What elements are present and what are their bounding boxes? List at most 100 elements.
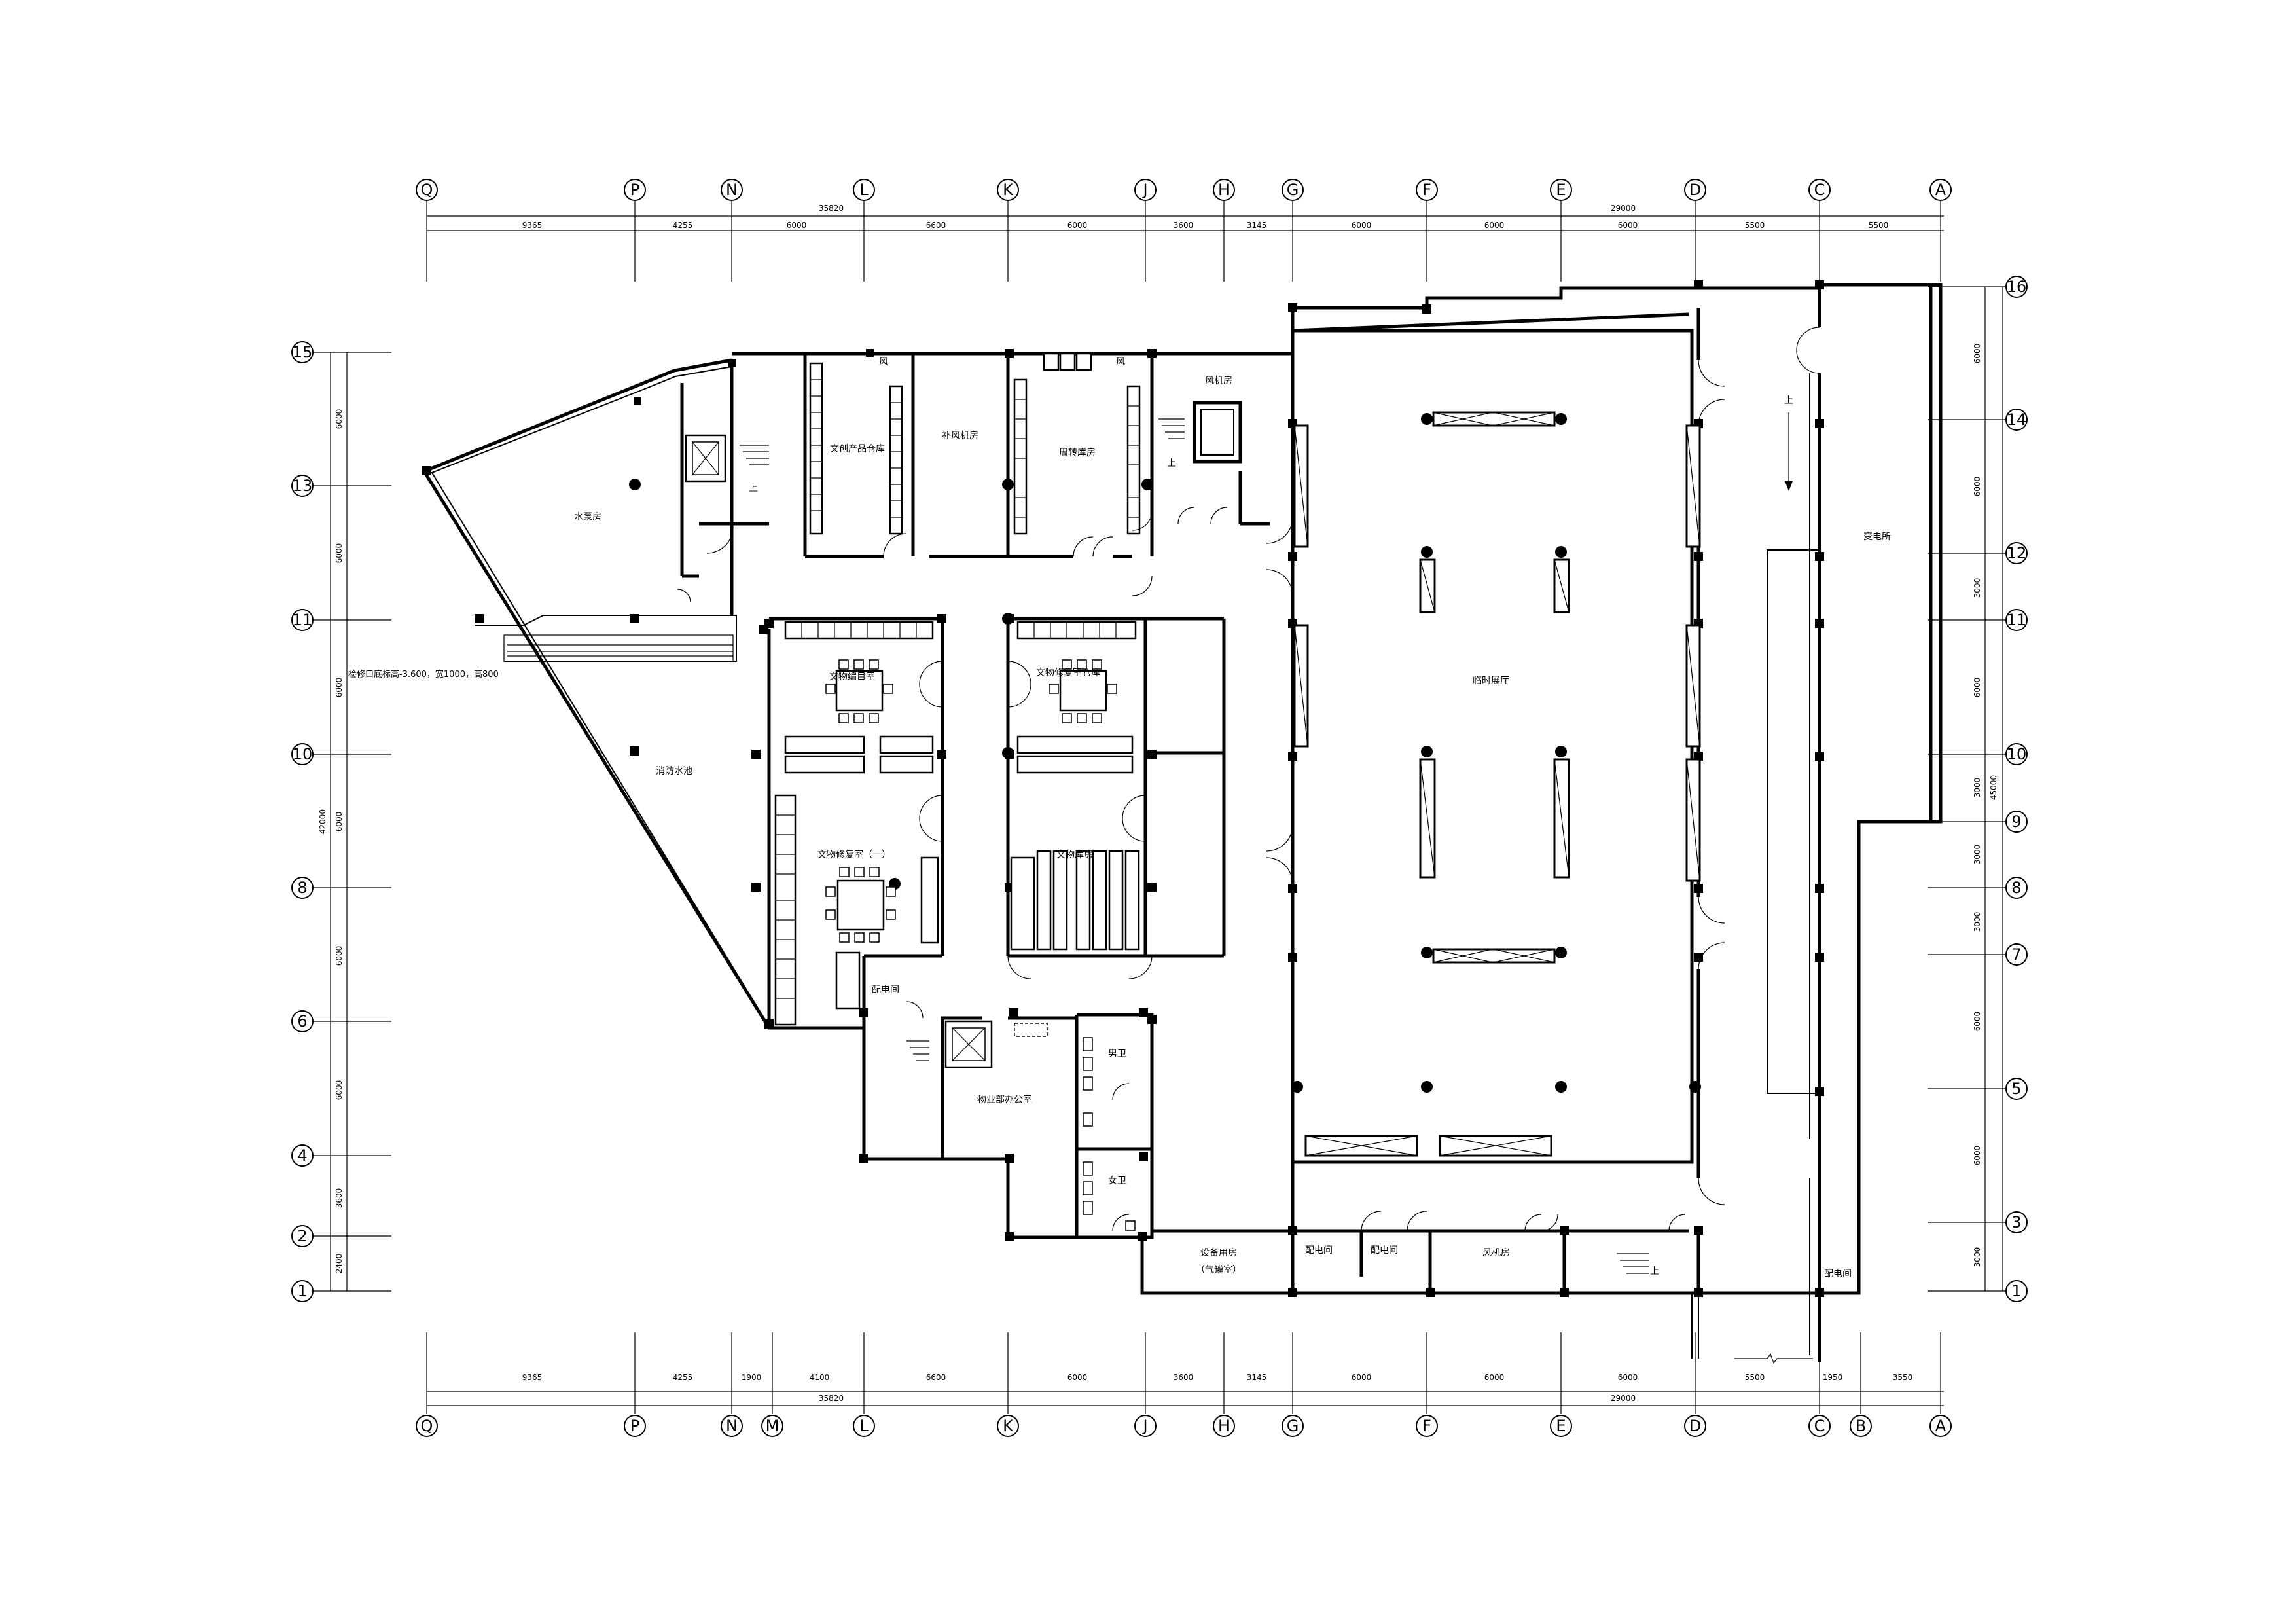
grid-bubble-bottom-d: D [1684, 1415, 1706, 1437]
svg-text:Q: Q [421, 1417, 433, 1435]
grid-bubble-bottom-p: P [624, 1415, 646, 1437]
svg-text:15: 15 [293, 343, 313, 361]
grid-bubble-top-h: H [1213, 179, 1235, 201]
catalog-meeting-table [825, 659, 893, 723]
grid-bubble-bottom-m: M [761, 1415, 783, 1437]
dim-bottom-total-right: 29000 [1611, 1394, 1636, 1403]
dim-left-seg: 6000 [334, 409, 344, 429]
grid-bubble-right-1: 1 [2005, 1280, 2028, 1302]
grid-bubble-bottom-j: J [1134, 1415, 1157, 1437]
svg-text:A: A [1935, 181, 1946, 199]
grid-bubble-bottom-b: B [1850, 1415, 1872, 1437]
dim-right-seg: 3000 [1973, 912, 1982, 932]
room-label-gas-tank-room: （气罐室） [1196, 1264, 1242, 1275]
grid-bubble-left-11: 11 [291, 609, 314, 631]
dim-bottom-seg: 6000 [1484, 1373, 1505, 1382]
svg-text:10: 10 [2007, 745, 2027, 763]
dim-bottom-seg: 6000 [1067, 1373, 1088, 1382]
room-label-power-room-a: 配电间 [872, 985, 899, 995]
dim-left-seg: 6000 [334, 812, 344, 832]
room-labels: 水泵房 文创产品仓库 补风机房 周转库房 风机房 风 风 消防水池 文物编目室 … [348, 357, 1891, 1279]
dim-bottom-seg: 6600 [926, 1373, 946, 1382]
svg-text:N: N [726, 181, 738, 199]
grid-bubble-top-q: Q [416, 179, 438, 201]
display-case-walls [1293, 424, 1701, 882]
grid-bubble-right-16: 16 [2005, 276, 2028, 298]
dim-right-total: 45000 [1989, 775, 1998, 800]
shelf-row-turnover-left [1013, 378, 1028, 535]
grid-bubble-right-9: 9 [2005, 811, 2028, 833]
dim-bottom-seg: 3550 [1893, 1373, 1913, 1382]
dim-right-seg: 6000 [1973, 1012, 1982, 1032]
elevator-west [685, 434, 726, 483]
display-case-floor [1304, 1135, 1552, 1157]
shelf-top-turnover [1043, 352, 1092, 371]
svg-text:E: E [1556, 181, 1566, 199]
stair-fan [1158, 418, 1185, 439]
shelf-row-turnover-right [1126, 385, 1141, 535]
dim-bottom-total-left: 35820 [819, 1394, 844, 1403]
dim-bottom-seg: 9365 [522, 1373, 543, 1382]
grid-bubble-left-15: 15 [291, 341, 314, 363]
svg-text:N: N [726, 1417, 738, 1435]
svg-text:L: L [859, 1417, 869, 1435]
svg-text:K: K [1003, 1417, 1014, 1435]
break-line [1734, 1353, 1813, 1364]
grid-bubble-top-n: N [721, 179, 743, 201]
grid-bubble-top-c: C [1808, 179, 1831, 201]
room-label-substation: 变电所 [1863, 532, 1891, 542]
room-label-up-bottom: 上 [1650, 1266, 1659, 1277]
room-label-pump-room: 水泵房 [574, 512, 601, 522]
toilet-fixtures-women [1083, 1161, 1136, 1231]
grid-bubble-top-f: F [1416, 179, 1438, 201]
room-label-fan-room-bottom: 风机房 [1482, 1248, 1510, 1258]
dim-left-seg: 3600 [334, 1188, 344, 1209]
svg-text:L: L [859, 181, 869, 199]
dim-top-seg: 3600 [1174, 221, 1194, 230]
room-label-up-east: 上 [1784, 395, 1793, 406]
up-arrow-head [1785, 481, 1793, 491]
dim-right-seg: 3000 [1973, 1247, 1982, 1267]
dim-left-seg: 6000 [334, 1080, 344, 1101]
dim-right-seg: 6000 [1973, 1146, 1982, 1166]
grid-bubble-bottom-k: K [997, 1415, 1019, 1437]
svg-text:10: 10 [293, 745, 313, 763]
grid-bubble-bottom-l: L [853, 1415, 875, 1437]
catalog-desks-top [784, 621, 934, 640]
stair-west [740, 445, 769, 465]
svg-text:1: 1 [2011, 1282, 2021, 1300]
grid-bubble-top-l: L [853, 179, 875, 201]
dim-top-seg: 9365 [522, 221, 543, 230]
svg-text:K: K [1003, 181, 1014, 199]
grid-bubble-left-1: 1 [291, 1280, 314, 1302]
svg-text:D: D [1689, 1417, 1701, 1435]
dim-bottom-seg: 3600 [1174, 1373, 1194, 1382]
svg-text:C: C [1814, 181, 1825, 199]
grid-bubble-bottom-c: C [1808, 1415, 1831, 1437]
dimension-layer: 35820 29000 9365 4255 6000 6600 6000 360… [318, 204, 2003, 1406]
svg-text:H: H [1218, 1417, 1230, 1435]
stair-office [906, 1040, 929, 1061]
grid-bubble-top-d: D [1684, 179, 1706, 201]
door-swings [677, 327, 1820, 1231]
dim-top-seg: 6000 [1484, 221, 1505, 230]
grid-bubble-top-e: E [1550, 179, 1572, 201]
walls [422, 283, 1943, 1362]
grid-bubble-right-14: 14 [2005, 409, 2028, 431]
svg-text:5: 5 [2011, 1080, 2021, 1098]
elevator-office [944, 1020, 993, 1068]
catalog-desks-bottom [784, 735, 934, 774]
svg-text:1: 1 [297, 1282, 307, 1300]
svg-text:7: 7 [2011, 945, 2021, 964]
svg-text:11: 11 [2007, 611, 2027, 629]
grid-bubble-right-7: 7 [2005, 943, 2028, 966]
dim-top-seg: 3145 [1247, 221, 1267, 230]
grid-bubble-right-10: 10 [2005, 743, 2028, 765]
grid-bubble-right-12: 12 [2005, 542, 2028, 564]
room-label-power-room-d: 配电间 [1824, 1269, 1852, 1279]
grid-bubble-right-11: 11 [2005, 609, 2028, 631]
display-case-top [1432, 411, 1556, 427]
dim-right-seg: 6000 [1973, 477, 1982, 497]
grid-bubble-top-k: K [997, 179, 1019, 201]
